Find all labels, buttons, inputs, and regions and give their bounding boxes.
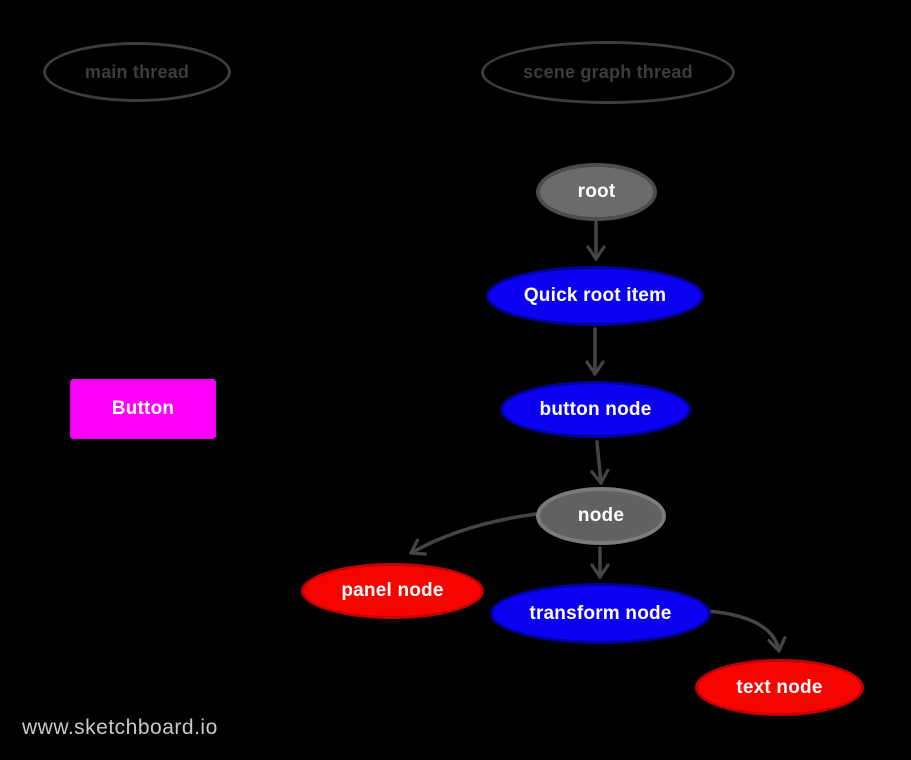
node-panel-node-label: panel node	[341, 580, 444, 601]
button-rect-label: Button	[111, 398, 175, 419]
connector-button-node-to-node[interactable]	[590, 440, 610, 485]
connector-transform-node-to-text-node[interactable]	[706, 609, 787, 653]
node-transform-node-label: transform node	[529, 602, 672, 624]
sketchboard-watermark: www.sketchboard.io	[22, 716, 218, 739]
node-node-label: node	[577, 505, 625, 526]
node-root-label: root	[577, 181, 616, 202]
node-root[interactable]: root	[536, 163, 657, 221]
connector-node-to-panel-node[interactable]	[409, 512, 538, 556]
node-text-node[interactable]: text node	[695, 659, 864, 716]
lane-scene-graph-thread-label: scene graph thread	[523, 62, 693, 82]
node-button-node[interactable]: button node	[500, 381, 691, 438]
node-button-node-label: button node	[539, 398, 652, 420]
node-node[interactable]: node	[536, 487, 666, 545]
lane-main-thread[interactable]: main thread	[43, 42, 231, 102]
node-text-node-label: text node	[736, 676, 823, 698]
button-rect[interactable]: Button	[70, 379, 216, 439]
lane-scene-graph-thread[interactable]: scene graph thread	[481, 41, 735, 104]
node-quick-root-item[interactable]: Quick root item	[486, 266, 704, 326]
node-panel-node[interactable]: panel node	[301, 563, 484, 619]
node-transform-node[interactable]: transform node	[490, 583, 711, 644]
node-quick-root-item-label: Quick root item	[523, 285, 667, 306]
lane-main-thread-label: main thread	[84, 61, 190, 82]
